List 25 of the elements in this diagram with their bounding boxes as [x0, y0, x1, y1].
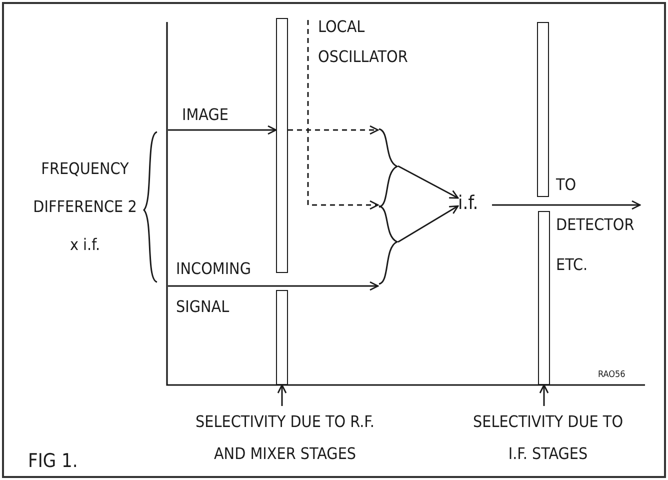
oscillator-label: LOCAL OSCILLATOR — [307, 12, 448, 72]
arrow — [398, 205, 459, 243]
selectivity-caption: SELECTIVITY DUE TO I.F. STAGES — [463, 406, 633, 470]
edge-label: INCOMING SIGNAL — [176, 258, 252, 318]
drawing-reference: RAO56 — [598, 369, 626, 382]
selectivity-bar — [276, 290, 288, 385]
selectivity-bar — [538, 211, 550, 385]
figure-caption: FIG 1. — [28, 449, 78, 474]
arrow — [492, 200, 641, 210]
selectivity-bar — [276, 18, 288, 273]
arrow — [168, 125, 277, 135]
arrow — [398, 165, 459, 199]
brace-label: FREQUENCY DIFFERENCE 2 x i.f. — [33, 158, 137, 256]
if-label: i.f. — [458, 188, 492, 218]
arrow — [539, 384, 549, 406]
arrow — [307, 20, 379, 210]
curly-brace — [378, 205, 398, 285]
arrow — [168, 281, 379, 291]
selectivity-bar — [537, 22, 549, 197]
arrow — [288, 125, 379, 135]
edge-label: TO DETECTOR ETC. — [556, 174, 636, 276]
selectivity-caption: SELECTIVITY DUE TO R.F. AND MIXER STAGES — [185, 406, 385, 470]
edge-label: IMAGE — [182, 104, 230, 126]
arrow — [277, 384, 287, 406]
curly-brace — [378, 128, 398, 208]
